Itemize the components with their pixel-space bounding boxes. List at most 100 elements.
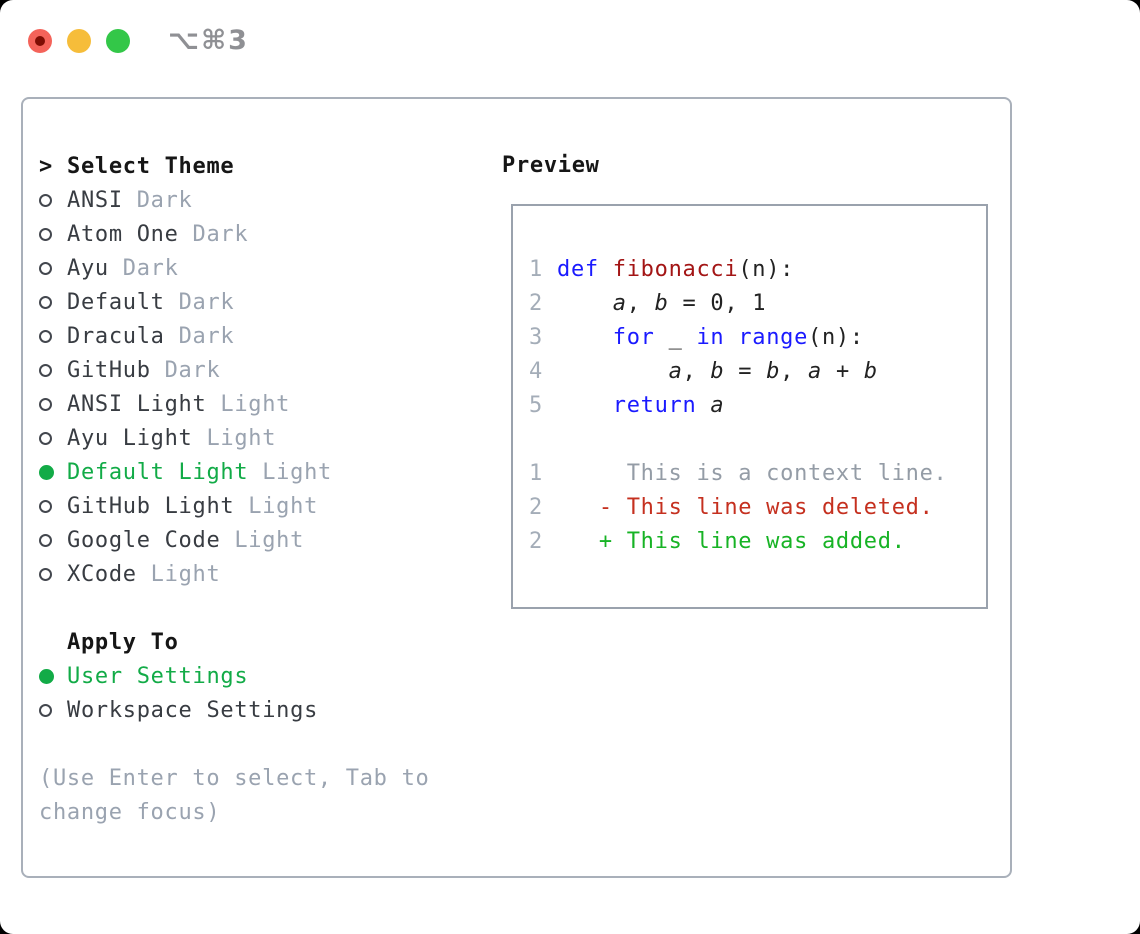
line-number: 2 xyxy=(529,291,543,316)
token-pl xyxy=(557,287,613,321)
token-kw: range xyxy=(738,325,809,350)
spacer-row xyxy=(39,591,429,625)
option-tag: Light xyxy=(136,561,221,587)
line-number: 4 xyxy=(529,359,543,384)
option-label: Atom One xyxy=(67,221,179,247)
hollow-circle-icon xyxy=(39,499,52,513)
option-label: Default xyxy=(67,289,165,315)
option-tag: Light xyxy=(220,527,305,553)
theme-option-default-dark[interactable]: Default Dark xyxy=(39,285,429,319)
token-add: + This line was added. xyxy=(598,529,906,554)
theme-option-default-light-light[interactable]: Default Light Light xyxy=(39,455,429,489)
option-label: XCode xyxy=(67,561,137,587)
filled-circle-icon xyxy=(39,464,54,480)
radio-icon xyxy=(39,193,67,207)
hollow-circle-icon xyxy=(39,227,52,241)
option-label: User Settings xyxy=(67,663,249,689)
option-label: ANSI Light xyxy=(67,391,207,417)
hollow-circle-icon xyxy=(39,567,52,581)
radio-icon xyxy=(39,329,67,343)
theme-option-dracula-dark[interactable]: Dracula Dark xyxy=(39,319,429,353)
token-var: a xyxy=(612,291,627,316)
spacer-row xyxy=(39,727,429,761)
filled-circle-icon xyxy=(39,668,54,684)
token-pl: + xyxy=(822,359,864,384)
option-label: Workspace Settings xyxy=(67,697,319,723)
theme-option-github-dark[interactable]: GitHub Dark xyxy=(39,353,429,387)
theme-option-xcode-light[interactable]: XCode Light xyxy=(39,557,429,591)
select-theme-header-row: > Select Theme xyxy=(39,149,429,183)
option-tag: Dark xyxy=(150,357,221,383)
theme-option-google-code-light[interactable]: Google Code Light xyxy=(39,523,429,557)
radio-icon xyxy=(39,499,67,513)
theme-option-ayu-light-light[interactable]: Ayu Light Light xyxy=(39,421,429,455)
theme-option-github-light-light[interactable]: GitHub Light Light xyxy=(39,489,429,523)
help-text-line-2: change focus) xyxy=(39,799,221,825)
token-pl: _ xyxy=(654,325,697,350)
option-tag: Light xyxy=(206,391,291,417)
cursor-marker: > xyxy=(39,154,67,179)
radio-icon xyxy=(39,431,67,445)
selected-radio-icon xyxy=(39,464,67,480)
minimize-button[interactable] xyxy=(67,28,91,53)
line-number: 1 xyxy=(529,461,543,486)
line-number: 2 xyxy=(529,529,543,554)
select-theme-header: Select Theme xyxy=(67,153,235,179)
token-pl: , xyxy=(780,359,809,384)
code-line-7: 1 This is a context line. xyxy=(529,457,986,491)
line-number: 1 xyxy=(529,257,543,282)
token-pl xyxy=(557,491,599,525)
line-number: 3 xyxy=(529,325,543,350)
apply-to-header: Apply To xyxy=(67,629,179,655)
token-del: - This line was deleted. xyxy=(598,495,934,520)
token-pl: , xyxy=(626,291,655,316)
token-pl: = 0, 1 xyxy=(668,291,767,316)
token-kw: for xyxy=(612,325,655,350)
token-var: b xyxy=(710,359,725,384)
radio-icon xyxy=(39,703,67,717)
hollow-circle-icon xyxy=(39,397,52,411)
hollow-circle-icon xyxy=(39,261,52,275)
token-kw: in xyxy=(696,325,725,350)
theme-option-atom-one-dark[interactable]: Atom One Dark xyxy=(39,217,429,251)
option-tag: Light xyxy=(248,459,332,485)
token-pl xyxy=(557,355,669,389)
zoom-button[interactable] xyxy=(106,28,130,53)
option-label: Ayu xyxy=(67,255,109,281)
theme-option-ansi-dark[interactable]: ANSI Dark xyxy=(39,183,429,217)
option-tag: Dark xyxy=(122,187,193,213)
option-label: ANSI xyxy=(67,187,123,213)
line-number xyxy=(529,423,543,457)
option-tag: Light xyxy=(234,493,319,519)
token-pl: = xyxy=(724,359,767,384)
apply-option-user-settings[interactable]: User Settings xyxy=(39,659,429,693)
token-pl: (n): xyxy=(738,257,795,282)
token-pl xyxy=(599,253,613,287)
close-button[interactable] xyxy=(28,28,52,53)
option-tag: Dark xyxy=(164,289,235,315)
hollow-circle-icon xyxy=(39,363,52,377)
option-label: GitHub Light xyxy=(67,493,235,519)
radio-icon xyxy=(39,295,67,309)
cursor-icon: > xyxy=(39,153,53,179)
hollow-circle-icon xyxy=(39,703,52,717)
apply-option-workspace-settings[interactable]: Workspace Settings xyxy=(39,693,429,727)
token-pl xyxy=(724,321,738,355)
theme-option-ayu-dark[interactable]: Ayu Dark xyxy=(39,251,429,285)
radio-icon xyxy=(39,533,67,547)
radio-icon xyxy=(39,567,67,581)
option-tag: Dark xyxy=(178,221,249,247)
help-text-line-1: (Use Enter to select, Tab to xyxy=(39,765,430,791)
hollow-circle-icon xyxy=(39,193,52,207)
token-fn: fibonacci xyxy=(612,257,739,282)
radio-icon xyxy=(39,261,67,275)
token-kw: return xyxy=(612,393,697,418)
token-pl xyxy=(557,525,599,559)
theme-option-ansi-light-light[interactable]: ANSI Light Light xyxy=(39,387,429,421)
code-line-2: 2 a, b = 0, 1 xyxy=(529,287,986,321)
token-var: a xyxy=(808,359,822,384)
